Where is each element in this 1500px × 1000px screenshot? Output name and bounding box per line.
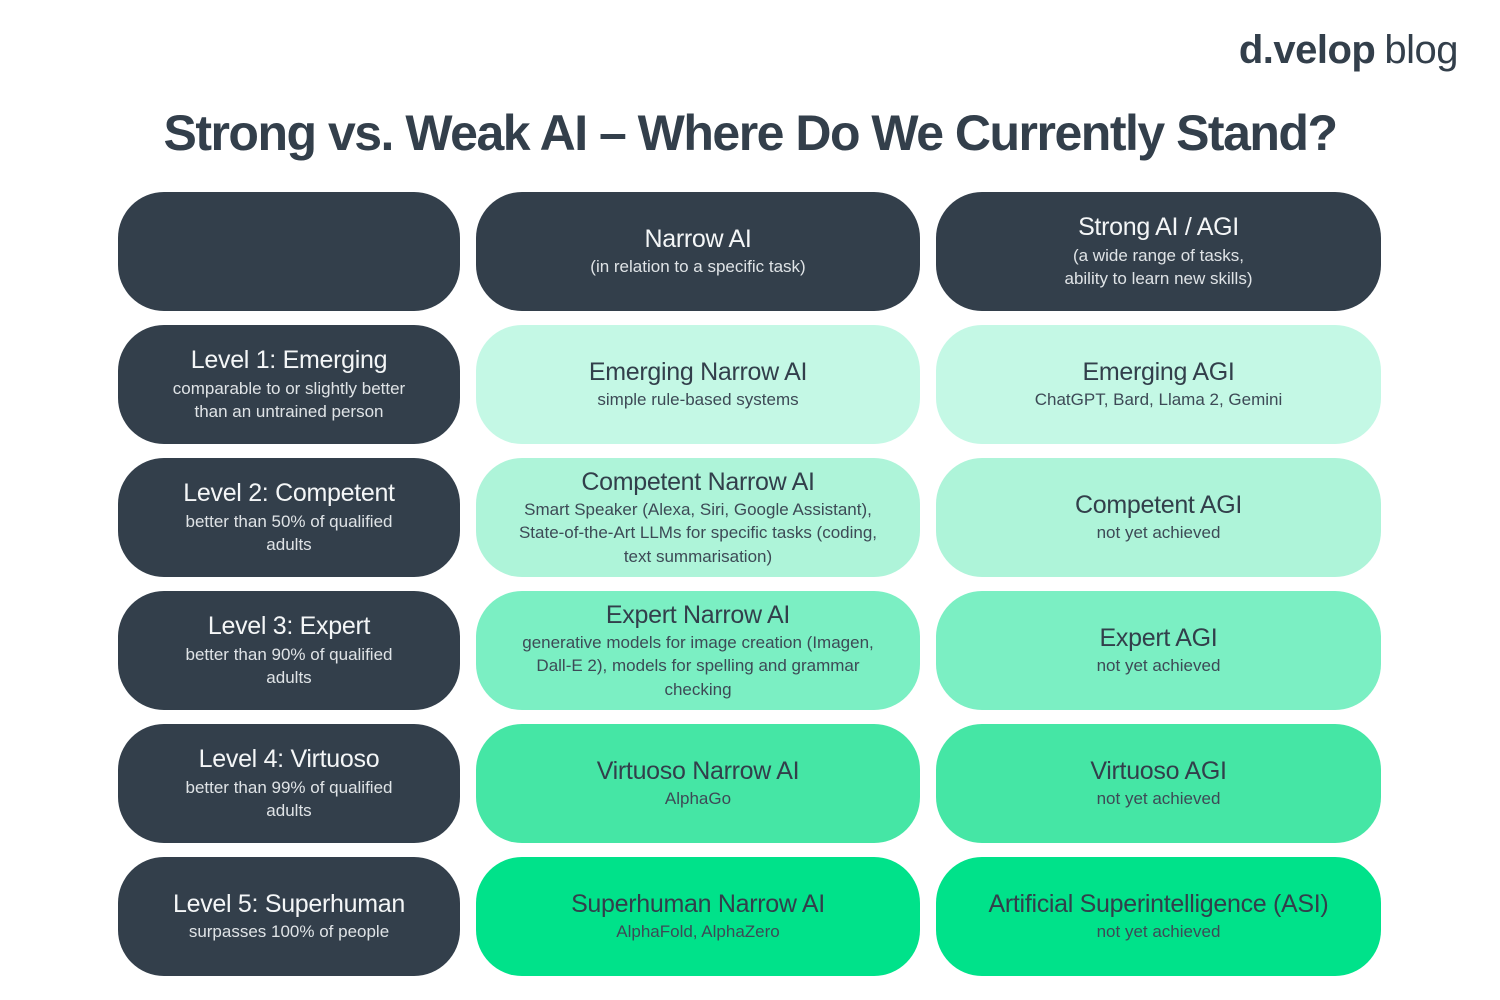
cell-level-1-name: Level 1: Emerging comparable to or sligh… <box>118 325 460 444</box>
cell-level-1-agi: Emerging AGI ChatGPT, Bard, Llama 2, Gem… <box>936 325 1381 444</box>
header-cell-empty <box>118 192 460 311</box>
cell-level-1-narrow-ai: Emerging Narrow AI simple rule-based sys… <box>476 325 920 444</box>
cell-level-4-narrow-ai: Virtuoso Narrow AI AlphaGo <box>476 724 920 843</box>
logo-suffix-text: blog <box>1384 28 1458 72</box>
level-5-title: Level 5: Superhuman <box>173 890 405 919</box>
level-5-asi-title: Artificial Superintelligence (ASI) <box>988 890 1329 919</box>
page-title: Strong vs. Weak AI – Where Do We Current… <box>163 105 1338 161</box>
level-5-narrow-title: Superhuman Narrow AI <box>571 890 825 919</box>
level-5-subtitle: surpasses 100% of people <box>188 922 390 942</box>
level-2-agi-title: Competent AGI <box>1074 491 1243 520</box>
level-1-narrow-title: Emerging Narrow AI <box>588 358 808 387</box>
level-4-subtitle: better than 99% of qualified adults <box>185 777 393 821</box>
level-3-narrow-title: Expert Narrow AI <box>605 600 791 629</box>
level-5-asi-subtitle: not yet achieved <box>1096 922 1221 942</box>
narrow-ai-header-subtitle: (in relation to a specific task) <box>590 257 806 277</box>
logo-brand-text: d.velop <box>1238 28 1376 72</box>
strong-ai-header-subtitle: (a wide range of tasks, ability to learn… <box>1064 245 1253 289</box>
level-1-title: Level 1: Emerging <box>190 346 388 375</box>
level-4-agi-title: Virtuoso AGI <box>1090 757 1227 786</box>
cell-level-5-narrow-ai: Superhuman Narrow AI AlphaFold, AlphaZer… <box>476 857 920 976</box>
level-3-agi-subtitle: not yet achieved <box>1096 656 1221 676</box>
header-cell-narrow-ai: Narrow AI (in relation to a specific tas… <box>476 192 920 311</box>
cell-level-4-agi: Virtuoso AGI not yet achieved <box>936 724 1381 843</box>
cell-level-2-name: Level 2: Competent better than 50% of qu… <box>118 458 460 577</box>
cell-level-2-agi: Competent AGI not yet achieved <box>936 458 1381 577</box>
level-3-subtitle: better than 90% of qualified adults <box>185 644 393 688</box>
level-3-title: Level 3: Expert <box>207 612 371 641</box>
level-4-narrow-title: Virtuoso Narrow AI <box>596 757 800 786</box>
strong-ai-header-title: Strong AI / AGI <box>1078 213 1239 242</box>
level-4-title: Level 4: Virtuoso <box>198 745 380 774</box>
level-2-agi-subtitle: not yet achieved <box>1096 523 1221 543</box>
level-1-agi-subtitle: ChatGPT, Bard, Llama 2, Gemini <box>1034 390 1283 410</box>
level-2-title: Level 2: Competent <box>183 479 395 508</box>
level-1-subtitle: comparable to or slightly better than an… <box>172 378 406 422</box>
cell-level-4-name: Level 4: Virtuoso better than 99% of qua… <box>118 724 460 843</box>
level-2-subtitle: better than 50% of qualified adults <box>185 511 393 555</box>
level-2-narrow-subtitle: Smart Speaker (Alexa, Siri, Google Assis… <box>518 499 878 566</box>
header-cell-strong-ai: Strong AI / AGI (a wide range of tasks, … <box>936 192 1381 311</box>
level-1-narrow-subtitle: simple rule-based systems <box>597 390 799 410</box>
level-5-narrow-subtitle: AlphaFold, AlphaZero <box>616 922 780 942</box>
level-2-narrow-title: Competent Narrow AI <box>581 467 815 496</box>
cell-level-5-asi: Artificial Superintelligence (ASI) not y… <box>936 857 1381 976</box>
level-1-agi-title: Emerging AGI <box>1082 358 1235 387</box>
level-4-agi-subtitle: not yet achieved <box>1096 789 1221 809</box>
cell-level-3-name: Level 3: Expert better than 90% of quali… <box>118 591 460 710</box>
level-3-agi-title: Expert AGI <box>1099 624 1218 653</box>
level-4-narrow-subtitle: AlphaGo <box>664 789 732 809</box>
levels-table: Narrow AI (in relation to a specific tas… <box>118 192 1381 976</box>
narrow-ai-header-title: Narrow AI <box>644 225 752 254</box>
level-3-narrow-subtitle: generative models for image creation (Im… <box>522 632 874 699</box>
cell-level-3-agi: Expert AGI not yet achieved <box>936 591 1381 710</box>
cell-level-5-name: Level 5: Superhuman surpasses 100% of pe… <box>118 857 460 976</box>
cell-level-2-narrow-ai: Competent Narrow AI Smart Speaker (Alexa… <box>476 458 920 577</box>
cell-level-3-narrow-ai: Expert Narrow AI generative models for i… <box>476 591 920 710</box>
